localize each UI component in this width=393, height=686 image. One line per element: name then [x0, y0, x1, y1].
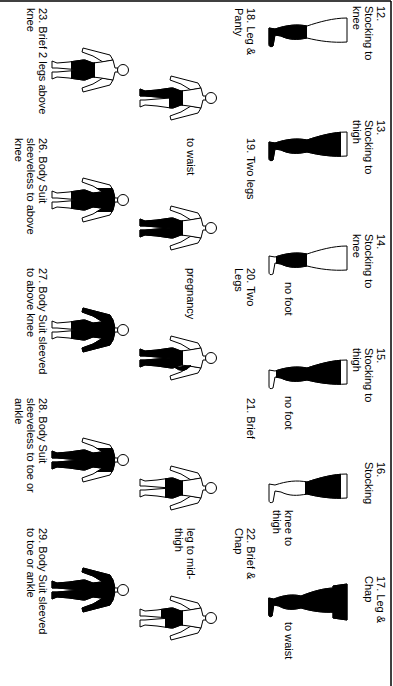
garment-label: leg to mid-thigh — [173, 528, 197, 586]
garment-label: pregnancy — [185, 268, 197, 326]
garment-fill — [269, 132, 341, 161]
body-figure — [52, 568, 129, 612]
frame-line — [390, 1, 392, 686]
body-outline — [140, 336, 217, 380]
body-outline — [52, 568, 129, 612]
garment-label: 17. Leg & Chap — [363, 576, 387, 636]
body-figure — [52, 48, 129, 92]
garment-label: 26. Body Suit sleeveless to above knee — [13, 138, 49, 254]
garment-label: 20. Two Legs — [233, 268, 257, 330]
body-outline — [140, 206, 217, 250]
garment-fill — [305, 474, 341, 503]
leg-figure — [269, 474, 347, 503]
garment-fill — [269, 18, 307, 47]
body-figure — [140, 76, 217, 120]
garment-fill — [276, 360, 341, 389]
garment-label: 27. Body Suit sleeved to above knee — [25, 268, 49, 384]
leg-figure — [269, 360, 347, 389]
body-figure — [140, 206, 217, 250]
garment-label: 16. Stocking — [363, 462, 387, 522]
pregnancy-belly — [174, 365, 191, 371]
garment-fill — [71, 58, 95, 82]
body-outline — [140, 466, 217, 510]
body-outline — [52, 308, 129, 352]
body-figure — [140, 466, 217, 510]
garment-fill — [140, 216, 183, 240]
body-outline — [140, 76, 217, 120]
garment-label: 14. Stocking to knee — [351, 234, 387, 294]
leg-figure — [269, 246, 347, 275]
garment-fill — [269, 584, 347, 620]
garment-fill — [165, 476, 183, 500]
garment-label: 13. Stocking to thigh — [351, 120, 387, 180]
garment-label: no foot — [283, 282, 295, 340]
frame-line — [0, 0, 391, 2]
leg-outline — [269, 246, 347, 275]
body-figure — [52, 438, 129, 482]
garment-label: 29. Body Suit sleeved to toe or ankle — [25, 528, 49, 644]
body-outline — [52, 48, 129, 92]
garment-label: 23. Brief 2 legs above knee — [25, 8, 49, 124]
garment-label: 19. Two legs — [245, 138, 257, 200]
body-figure — [140, 336, 217, 380]
leg-outline — [269, 132, 347, 161]
garment-fill — [140, 346, 183, 370]
garment-fill — [52, 448, 115, 472]
garment-label: 21. Brief — [245, 398, 257, 460]
garment-label: knee to thigh — [271, 510, 295, 568]
body-outline — [140, 596, 217, 640]
body-figure — [140, 596, 217, 640]
garment-label: 15. Stocking to thigh — [351, 348, 387, 408]
garment-label: 22. Brief & Chap — [233, 528, 257, 590]
garment-label: to waist — [185, 138, 197, 196]
garment-label: to waist — [283, 622, 295, 678]
garment-fill — [52, 568, 115, 612]
body-figure — [52, 308, 129, 352]
leg-outline — [269, 18, 347, 47]
garment-label: 12. Stocking to knee — [351, 6, 387, 66]
garment-fill — [140, 596, 217, 640]
leg-figure — [269, 132, 347, 161]
garment-fill — [71, 308, 115, 352]
body-figure — [52, 178, 129, 222]
garment-fill — [71, 188, 115, 212]
garment-label: 18. Leg & Panty — [233, 8, 257, 70]
garment-label: no foot — [283, 396, 295, 454]
leg-outline — [269, 474, 347, 503]
body-outline — [52, 438, 129, 482]
body-outline — [52, 178, 129, 222]
leg-figure — [269, 584, 347, 620]
leg-figure — [269, 18, 347, 47]
leg-outline — [269, 584, 347, 620]
garment-fill — [140, 76, 217, 120]
garment-fill — [276, 246, 307, 275]
leg-outline — [269, 360, 347, 389]
garment-label: 28. Body Suit sleeveless to toe or ankle — [13, 398, 49, 514]
